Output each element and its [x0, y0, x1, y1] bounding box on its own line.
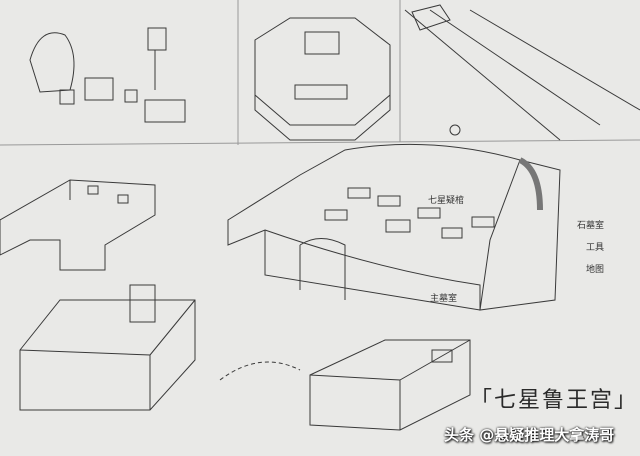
sketch-title: 「七星鲁王宫」	[470, 388, 639, 413]
label-main-tomb: 主墓室	[430, 294, 458, 304]
watermark: 头条 @悬疑推理大拿涛哥	[444, 426, 615, 444]
label-stone-room: 石墓室	[577, 221, 605, 231]
sketch-main-hall	[227, 143, 561, 311]
label-coffins: 七星疑棺	[428, 196, 465, 206]
label-map: 地图	[586, 265, 605, 275]
sketch-lower-right-room	[309, 339, 471, 431]
sketch-overview-map	[29, 27, 186, 123]
coffin-marks	[324, 187, 495, 239]
sketch-slope-passage	[404, 4, 640, 141]
sketch-octagon-chamber	[254, 17, 391, 141]
label-tools: 工具	[586, 243, 605, 253]
panel-dividers	[0, 0, 640, 146]
sketch-lower-left-room	[19, 284, 301, 411]
sketch-left-room	[0, 179, 156, 271]
